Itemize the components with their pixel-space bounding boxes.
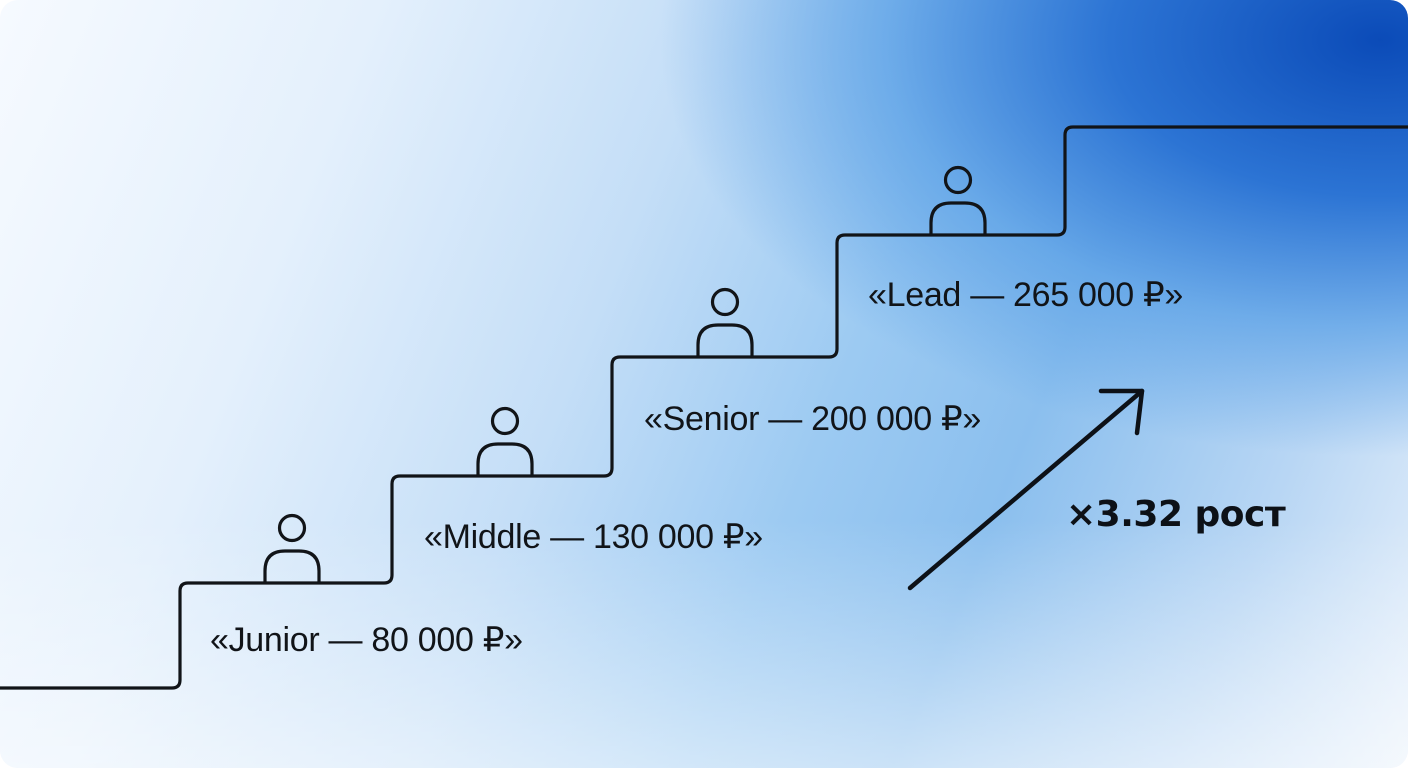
staircase-line <box>0 125 1408 690</box>
step-label-lead: «Lead — 265 000 ₽» <box>868 276 1183 314</box>
step-label-middle: «Middle — 130 000 ₽» <box>424 518 763 556</box>
person-icon <box>696 287 754 357</box>
arrow-up-right-icon <box>907 388 1145 591</box>
step-label-junior: «Junior — 80 000 ₽» <box>210 621 523 659</box>
person-icon <box>476 406 534 476</box>
person-icon <box>929 165 987 235</box>
step-label-senior: «Senior — 200 000 ₽» <box>644 400 981 438</box>
person-icon <box>263 513 321 583</box>
background-fade <box>0 520 1408 768</box>
growth-label: ×3.32 рост <box>1066 494 1286 535</box>
